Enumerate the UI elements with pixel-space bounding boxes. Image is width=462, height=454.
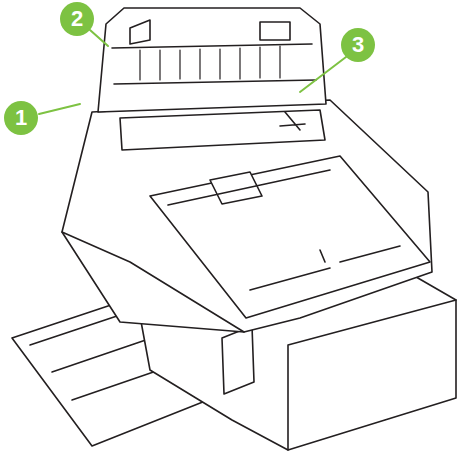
callout-number: 3 xyxy=(341,28,375,62)
callout-circle xyxy=(60,2,94,36)
separator-pad xyxy=(280,112,305,130)
callout-circle xyxy=(4,101,38,135)
lid-lines xyxy=(112,44,316,84)
input-tray xyxy=(150,156,430,318)
callout-number: 1 xyxy=(4,101,38,135)
control-panel xyxy=(222,326,254,394)
paper-guide xyxy=(168,170,330,205)
adf-lid xyxy=(98,8,326,112)
lid-rollers xyxy=(130,20,290,44)
callout-circle xyxy=(341,28,375,62)
lid-ribs xyxy=(140,46,280,80)
adf-base xyxy=(62,100,432,332)
roller-area xyxy=(120,110,325,150)
leader-line xyxy=(39,30,346,114)
body-edges xyxy=(288,300,456,450)
callout-number: 2 xyxy=(60,2,94,36)
tray-marks xyxy=(250,246,400,290)
